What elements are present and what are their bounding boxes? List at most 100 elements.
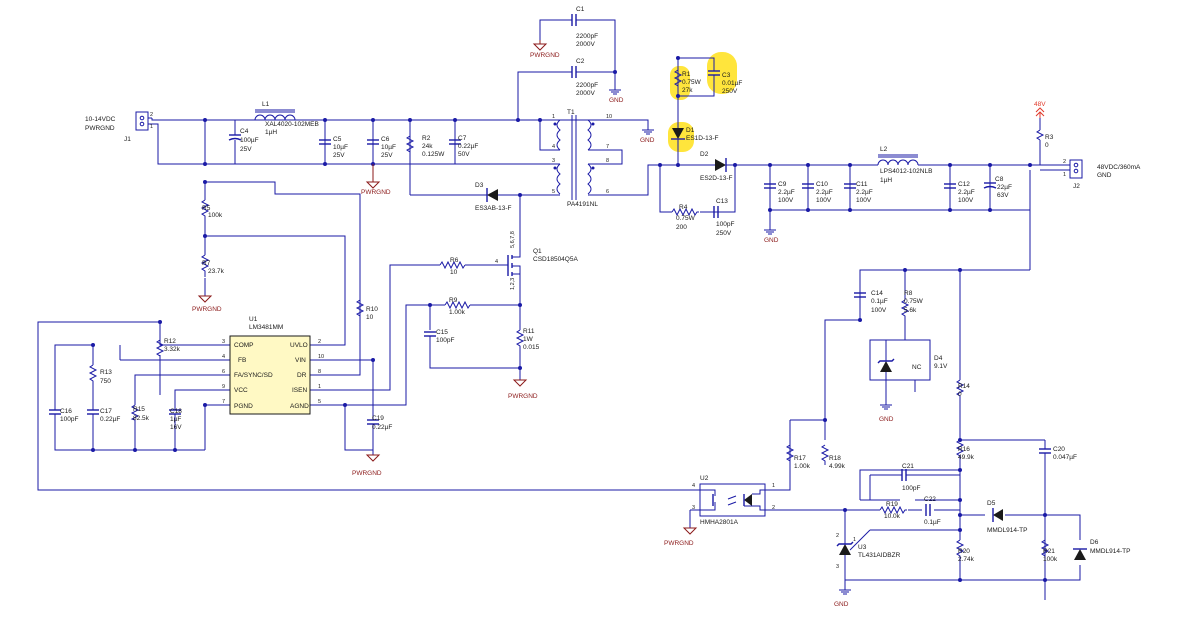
- u1-pgnd: PGND: [234, 403, 253, 410]
- capacitor-c4[interactable]: C4 100µF 25V: [228, 120, 259, 164]
- d2-ref: D2: [700, 151, 709, 158]
- u1-vcc: VCC: [234, 387, 248, 394]
- r1-value: 0.75W: [682, 79, 702, 86]
- resistor-r19[interactable]: R19 10.0k: [879, 501, 907, 520]
- c19-ref: C19: [372, 415, 384, 422]
- resistor-r13[interactable]: R13 750: [88, 364, 112, 385]
- r6-ref: R6: [450, 257, 459, 264]
- c4-ref: C4: [240, 128, 249, 135]
- capacitor-c9[interactable]: C9 2.2µF 100V: [764, 181, 795, 204]
- capacitor-c5[interactable]: C5 10µF 25V: [319, 136, 348, 159]
- pwrgnd-symbol-u2: PWRGND: [664, 527, 698, 547]
- c8-ref: C8: [995, 176, 1004, 183]
- u1-n-comp: 3: [222, 339, 225, 345]
- diode-d2[interactable]: D2 ES2D-13-F: [700, 151, 735, 182]
- resistor-r15[interactable]: R15 82.5k: [130, 404, 150, 422]
- connector-j2[interactable]: 2 1 48VDC/360mA GND J2: [1060, 159, 1141, 190]
- t1-p8: 8: [606, 158, 609, 164]
- inductor-l2[interactable]: L2 LPS4012-102NLB 1µH: [877, 146, 932, 184]
- r17-value: 1.00k: [794, 463, 811, 470]
- resistor-r1[interactable]: R1 0.75W 27k: [673, 69, 702, 94]
- diode-d3[interactable]: D3 ES3AB-13-F: [475, 182, 512, 212]
- capacitor-c21[interactable]: C21 100pF: [869, 463, 960, 500]
- capacitor-c8[interactable]: C8 22µF 63V: [983, 176, 1012, 199]
- r14-value: 0: [958, 391, 962, 398]
- mosfet-q1[interactable]: Q1 CSD18504Q5A 4 5,6,7,8 1,2,3: [495, 231, 578, 290]
- resistor-r9[interactable]: R9 1.00k: [444, 297, 471, 316]
- resistor-r11[interactable]: R11 1W 0.015: [515, 328, 540, 351]
- optocoupler-u2[interactable]: U2 HMHA2801A 4 3 1 2: [689, 475, 775, 528]
- u1-isen: ISEN: [292, 387, 307, 394]
- diode-d5[interactable]: D5 MMDL914-TP: [987, 500, 1027, 534]
- d3-part: ES3AB-13-F: [475, 205, 512, 212]
- resistor-r3[interactable]: R3 0: [1036, 129, 1054, 149]
- resistor-r5[interactable]: R5 100k: [200, 199, 223, 222]
- capacitor-c6[interactable]: C6 10µF 25V: [367, 136, 396, 159]
- capacitor-c10[interactable]: C10 2.2µF 100V: [802, 181, 833, 204]
- pwrgnd-symbol-r7: PWRGND: [192, 295, 222, 313]
- r8-ref: R8: [904, 290, 913, 297]
- inductor-l1[interactable]: L1 XAL4020-102MEB 1µH: [254, 101, 319, 136]
- diode-d1[interactable]: D1 ES1D-13-F: [671, 120, 719, 145]
- capacitor-c1[interactable]: C1 2200pF 2000V: [568, 6, 598, 48]
- u1-n-vin: 10: [318, 354, 324, 360]
- c15-value: 100pF: [436, 337, 454, 344]
- r19-value: 10.0k: [884, 513, 901, 520]
- r5-value: 100k: [208, 212, 223, 219]
- r4-rating: 200: [676, 224, 687, 231]
- d1-part: ES1D-13-F: [686, 135, 719, 142]
- c17-ref: C17: [100, 408, 112, 415]
- resistor-r17[interactable]: R17 1.00k: [785, 444, 811, 470]
- capacitor-c18[interactable]: C18 1µF 16V: [169, 405, 182, 431]
- capacitor-c11[interactable]: C11 2.2µF 100V: [844, 181, 873, 204]
- shunt-regulator-u3[interactable]: U3 TL431AIDBZR 2 1 3: [836, 529, 901, 570]
- r3-value: 0: [1045, 142, 1049, 149]
- zener-d4[interactable]: D4 9.1V NC: [869, 339, 948, 405]
- resistor-r7[interactable]: R7 23.7k: [200, 254, 225, 277]
- ic-u1[interactable]: U1 LM3481MM COMP FB FA/SYNC/SD VCC PGND …: [222, 316, 324, 415]
- resistor-r12[interactable]: R12 3.32k: [155, 338, 181, 357]
- l2-value: 1µH: [880, 177, 892, 184]
- capacitor-c12[interactable]: C12 2.2µF 100V: [944, 181, 975, 204]
- u1-ref: U1: [249, 316, 258, 323]
- capacitor-c20[interactable]: C20 0.047µF: [1039, 440, 1077, 461]
- resistor-r16[interactable]: R16 49.9k: [955, 439, 975, 461]
- resistor-r4[interactable]: R4 0.75W 200: [671, 204, 699, 231]
- transformer-t1[interactable]: T1 PA4191NL 1 10 4 7 3 8 5 6: [552, 109, 612, 208]
- resistor-r20[interactable]: R20 2.74k: [955, 539, 975, 563]
- resistor-r6[interactable]: R6 10: [439, 257, 466, 276]
- capacitor-c16[interactable]: C16 100pF: [49, 405, 78, 423]
- c16-value: 100pF: [60, 416, 78, 423]
- resistor-r2[interactable]: R2 24k 0.125W: [405, 135, 445, 158]
- capacitor-c22[interactable]: C22 0.1µF: [924, 496, 941, 526]
- resistor-r8[interactable]: R8 0.75W 5.6k: [900, 290, 924, 320]
- diode-d6[interactable]: D6 MMDL914-TP: [1073, 539, 1130, 560]
- r20-value: 2.74k: [958, 556, 975, 563]
- c22-value: 0.1µF: [924, 519, 941, 526]
- pwrgnd-label-3: PWRGND: [192, 306, 222, 313]
- t1-p4: 4: [552, 144, 555, 150]
- u1-uvlo: UVLO: [290, 342, 308, 349]
- capacitor-c13[interactable]: C13 100pF 250V: [700, 198, 735, 237]
- capacitor-c2[interactable]: C2 2200pF 2000V: [568, 58, 598, 97]
- capacitor-c19[interactable]: C19 0.22µF: [367, 415, 392, 431]
- c10-ref: C10: [816, 181, 828, 188]
- resistor-r18[interactable]: R18 4.99k: [820, 444, 846, 470]
- capacitor-c3[interactable]: C3 0.01µF 250V: [708, 66, 742, 95]
- r12-ref: R12: [164, 338, 176, 345]
- capacitor-c17[interactable]: C17 0.22µF: [87, 405, 120, 423]
- resistor-r14[interactable]: R14 0: [955, 379, 970, 400]
- resistor-r21[interactable]: R21 100k: [1040, 539, 1058, 563]
- capacitor-c7[interactable]: C7 0.22µF 50V: [449, 135, 478, 158]
- pwrgnd-symbol-input: PWRGND: [361, 164, 391, 196]
- r17-ref: R17: [794, 455, 806, 462]
- pwrgnd-symbol-r11: PWRGND: [508, 379, 538, 400]
- pwrgnd-label-6: PWRGND: [664, 540, 694, 547]
- r6-value: 10: [450, 269, 458, 276]
- r3-ref: R3: [1045, 134, 1054, 141]
- c17-value: 0.22µF: [100, 416, 120, 423]
- connector-j1[interactable]: 2 1 10-14VDC PWRGND J1: [85, 111, 153, 143]
- capacitor-c14[interactable]: C14 0.1µF 100V: [854, 290, 888, 314]
- resistor-r10[interactable]: R10 10: [355, 299, 378, 321]
- capacitor-c15[interactable]: C15 100pF: [424, 329, 454, 344]
